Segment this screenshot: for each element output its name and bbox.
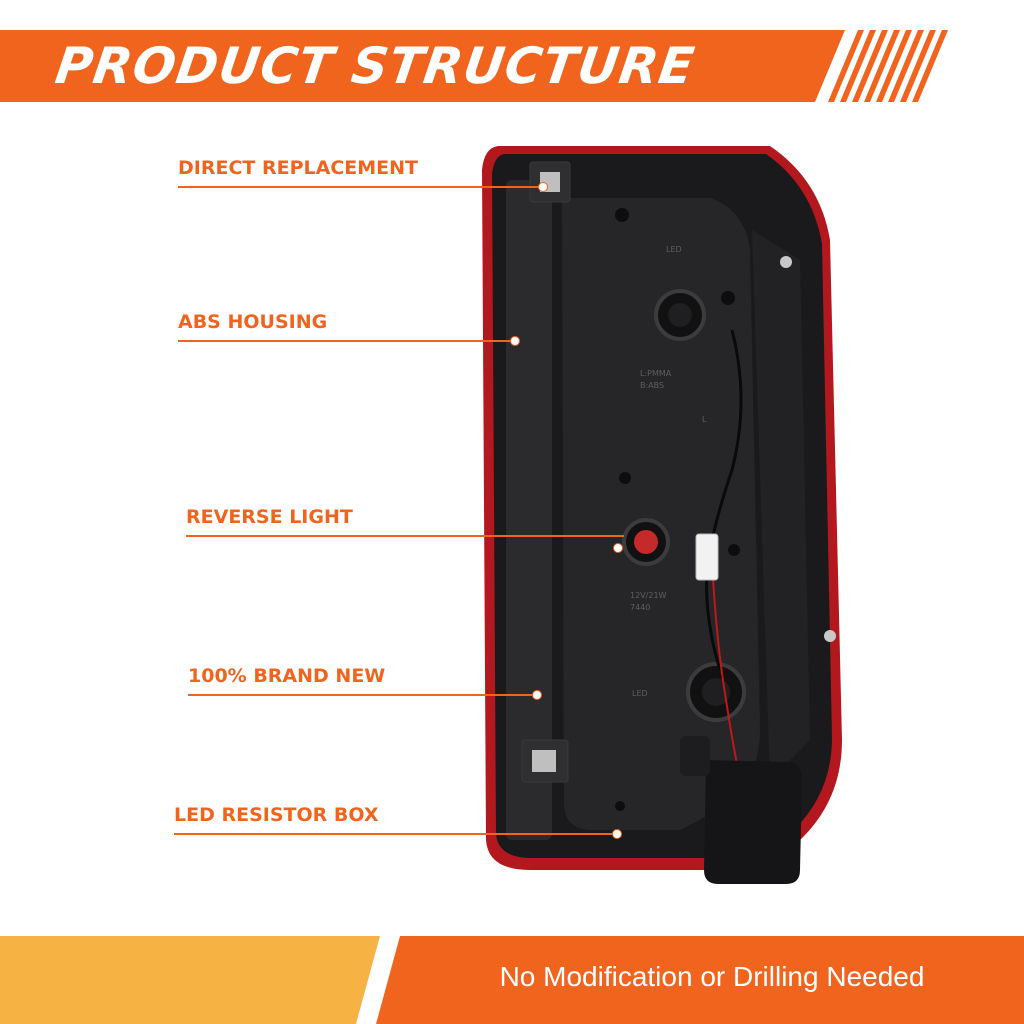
callout-led-resistor-box: LED RESISTOR BOX — [174, 804, 379, 826]
callout-leader-line — [178, 340, 514, 342]
callout-direct-replacement: DIRECT REPLACEMENT — [178, 157, 418, 179]
callout-leader-line — [174, 833, 616, 835]
page-title: PRODUCT STRUCTURE — [51, 37, 699, 95]
marking-led-lower: LED — [632, 689, 648, 698]
callout-100-brand-new: 100% BRAND NEW — [188, 665, 386, 687]
footer-tagline: No Modification or Drilling Needed — [499, 961, 925, 992]
callout-leader-line — [186, 535, 624, 537]
callout-reverse-light: REVERSE LIGHT — [186, 506, 353, 528]
callout-marker-dot — [613, 543, 623, 553]
marking-abs: B:ABS — [640, 381, 664, 390]
marking-pmma: L:PMMA — [640, 369, 672, 378]
title-banner — [0, 30, 948, 102]
callout-leader-line — [178, 186, 542, 188]
callout-marker-dot — [612, 829, 622, 839]
marking-bulb-number: 7440 — [630, 603, 650, 612]
marking-bulb-rating: 12V/21W — [630, 591, 667, 600]
callout-abs-housing: ABS HOUSING — [178, 311, 328, 333]
callout-marker-dot — [510, 336, 520, 346]
callout-marker-dot — [532, 690, 542, 700]
callout-leader-line — [188, 694, 536, 696]
marking-side: L — [702, 415, 707, 424]
footer-banner — [0, 936, 1024, 1024]
callout-marker-dot — [538, 182, 548, 192]
marking-led-upper: LED — [666, 245, 682, 254]
tail-light-illustration: LED L:PMMA B:ABS L 12V/21W 7440 LED — [482, 146, 842, 884]
